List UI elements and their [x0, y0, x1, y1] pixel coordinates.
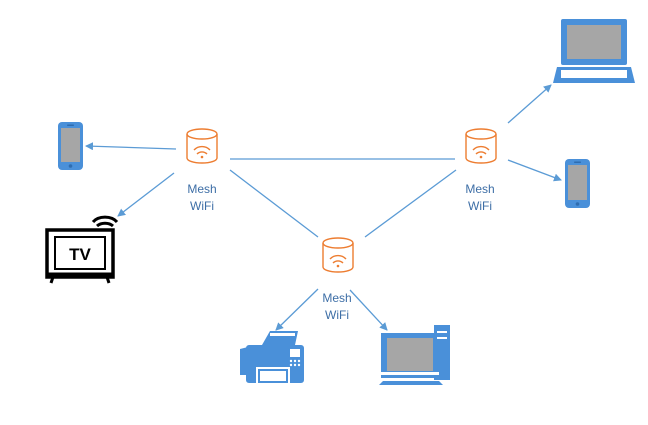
- link-right-center: [364, 169, 457, 238]
- mesh-router-left: [186, 128, 218, 164]
- link-left-center: [229, 169, 319, 238]
- mesh-router-center: [322, 237, 354, 273]
- arrow-to-laptop: [507, 84, 552, 124]
- smartphone-icon: [58, 122, 83, 170]
- router-label-line2: WiFi: [190, 199, 214, 213]
- router-label-left: Mesh WiFi: [172, 181, 232, 215]
- tv-icon: TV: [45, 215, 119, 284]
- wifi-router-icon: [465, 128, 497, 164]
- wifi-router-icon: [186, 128, 218, 164]
- mesh-links: [229, 158, 457, 238]
- wifi-router-icon: [322, 237, 354, 273]
- router-label-right: Mesh WiFi: [450, 181, 510, 215]
- router-label-line2: WiFi: [325, 308, 349, 322]
- arrow-to-phone-right: [507, 159, 562, 182]
- printer-icon: [240, 331, 304, 383]
- router-label-line1: Mesh: [322, 291, 352, 305]
- router-label-center: Mesh WiFi: [307, 290, 367, 324]
- smartphone-icon: [565, 159, 590, 208]
- arrow-to-printer: [275, 288, 319, 331]
- arrow-to-desktop: [349, 289, 388, 331]
- router-label-line2: WiFi: [468, 199, 492, 213]
- arrow-to-phone-left: [85, 142, 177, 151]
- router-label-line1: Mesh: [187, 182, 217, 196]
- mesh-router-right: [465, 128, 497, 164]
- arrow-to-tv: [117, 172, 175, 217]
- router-label-line1: Mesh: [465, 182, 495, 196]
- device-links: [85, 84, 562, 331]
- tv-label: TV: [69, 245, 91, 264]
- desktop-computer-icon: [379, 325, 450, 385]
- laptop-icon: [553, 19, 635, 83]
